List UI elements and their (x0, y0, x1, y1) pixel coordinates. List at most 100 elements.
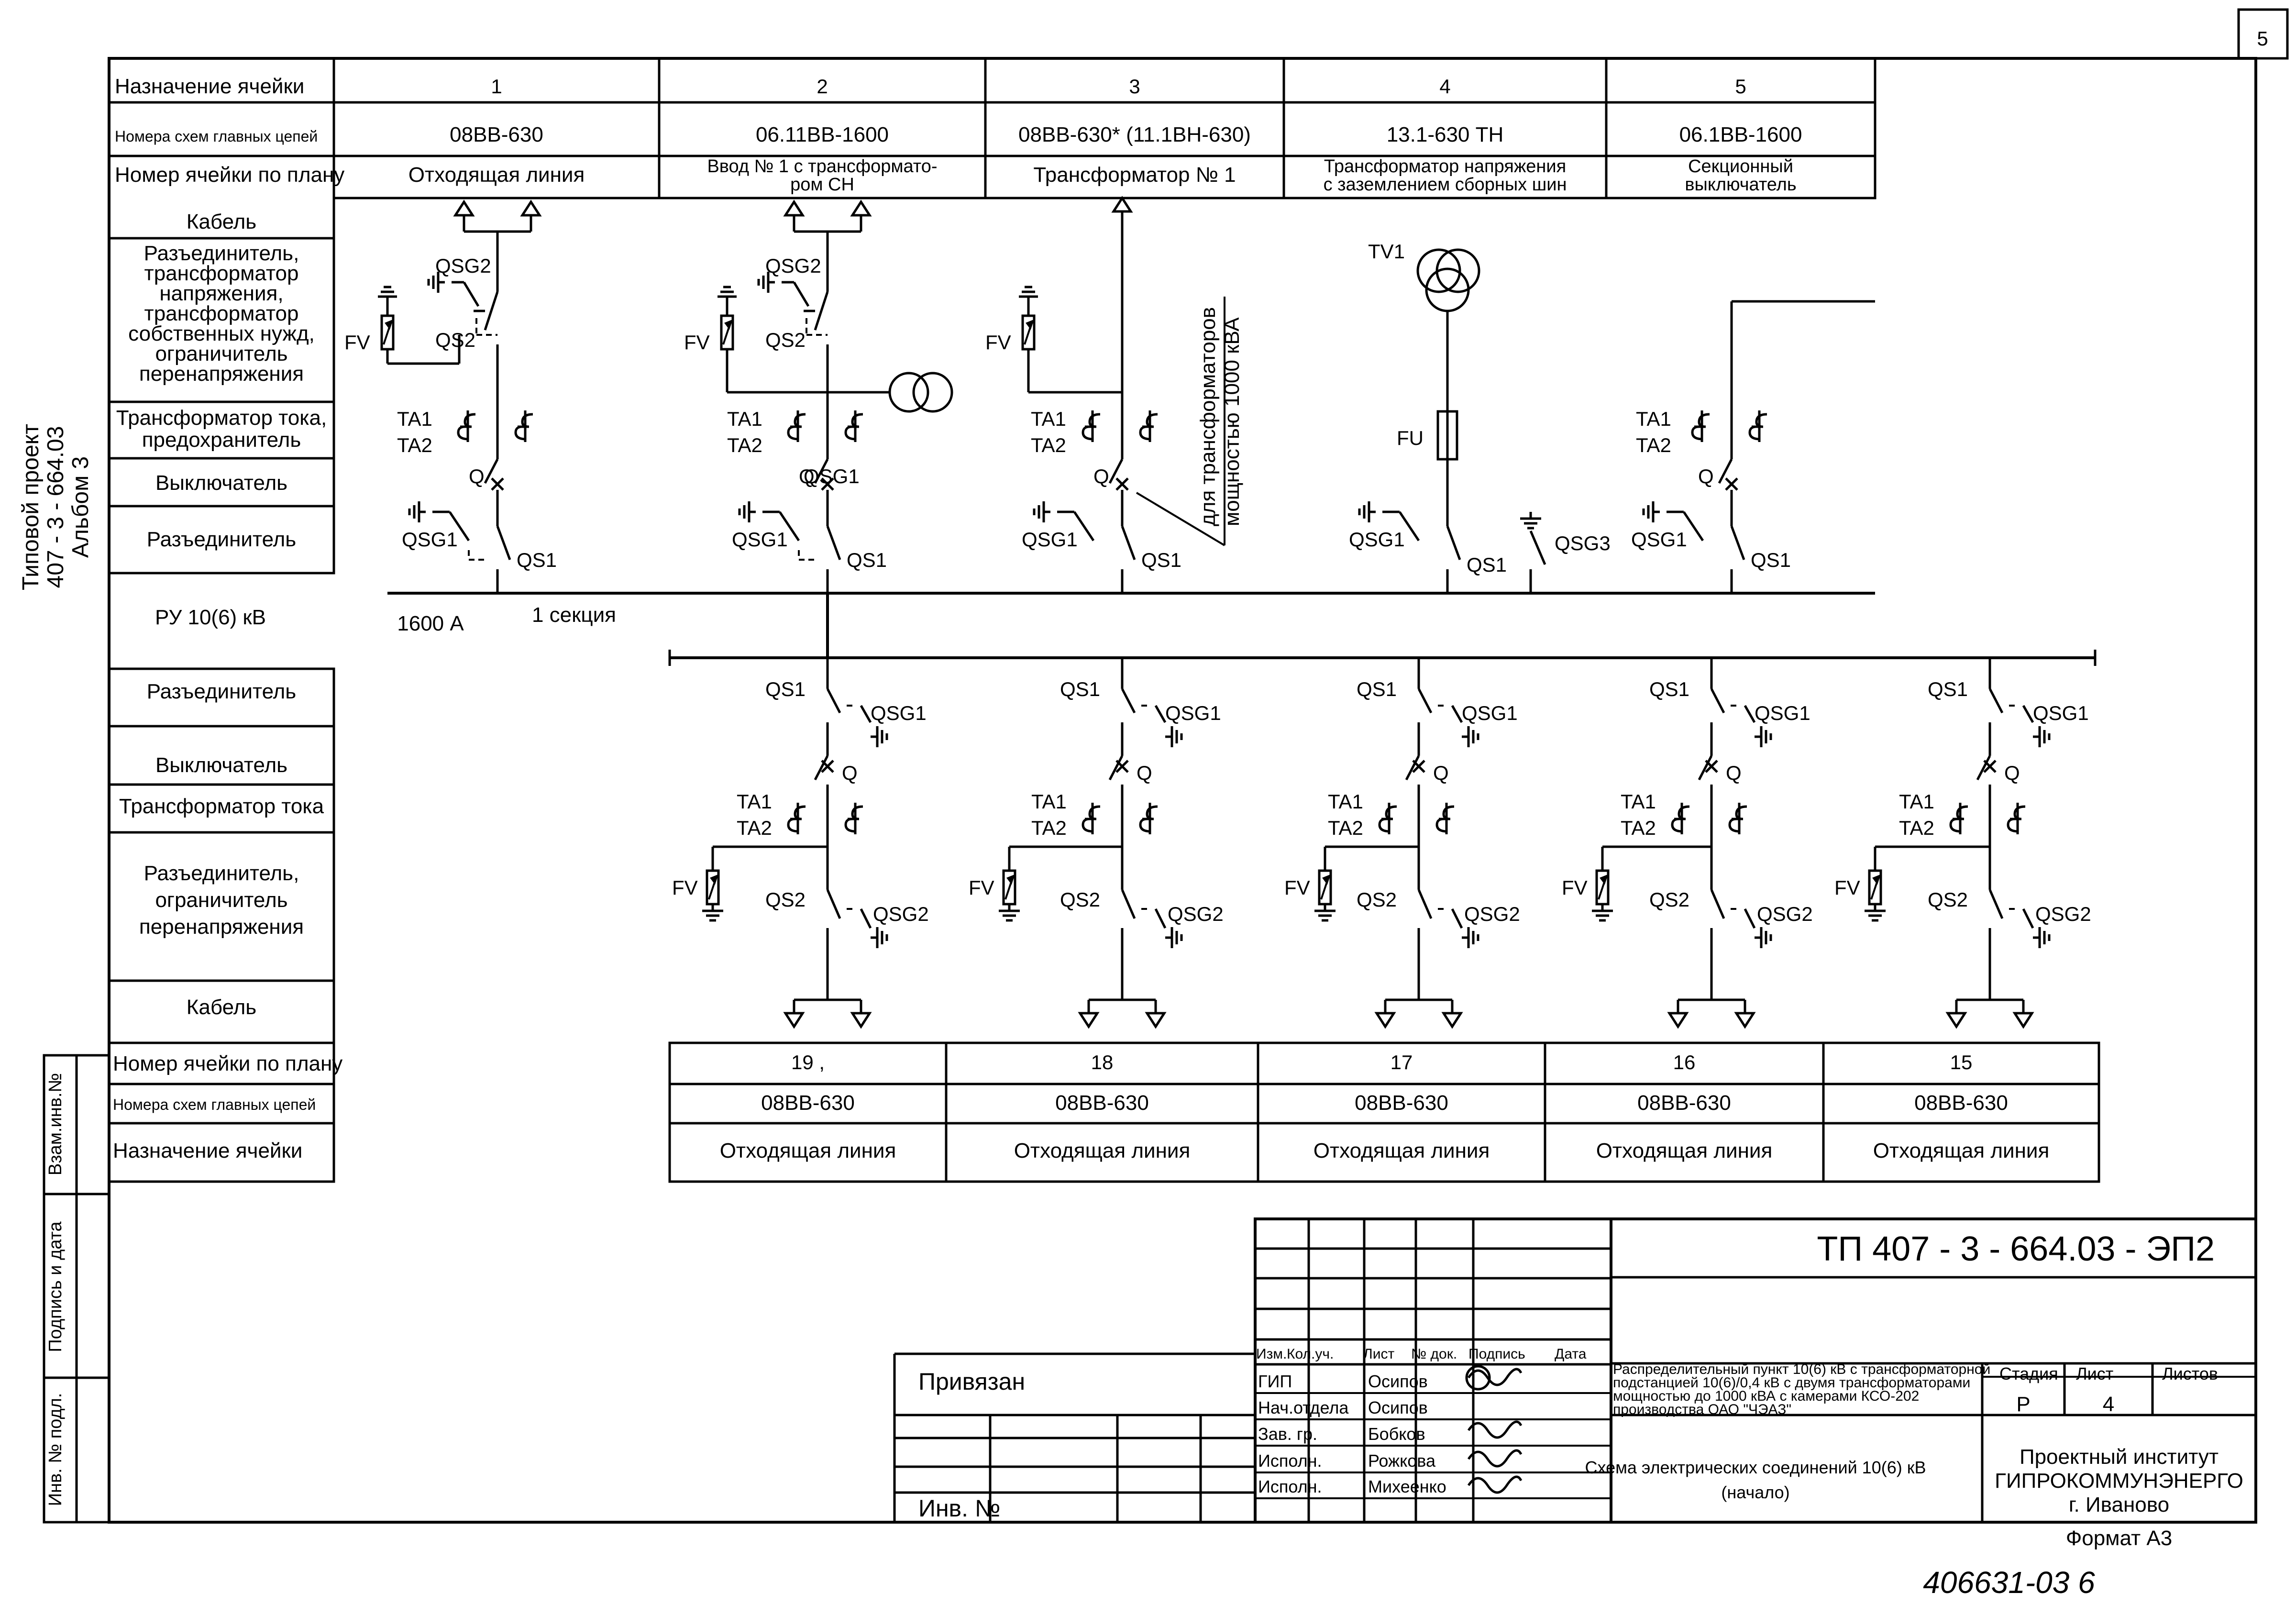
designator-QSG1: QSG1 (1349, 528, 1405, 551)
designator-QSG1: QSG1 (2033, 702, 2089, 724)
row-label: Назначение ячейки (113, 1139, 302, 1162)
bound-label: Привязан (918, 1368, 1025, 1395)
change-table-header: Подпись (1468, 1346, 1525, 1362)
cell-number: 17 (1391, 1051, 1413, 1073)
designator-QS1: QS1 (1141, 549, 1181, 571)
voltage-transformer-winding (1416, 248, 1461, 293)
format-label: Формат А3 (2066, 1527, 2172, 1550)
breaker-Q (484, 458, 499, 484)
row-label: РУ 10(6) кВ (155, 606, 266, 629)
designator-QS2: QS2 (435, 329, 475, 351)
wire (1398, 511, 1420, 542)
designator-FV: FV (344, 331, 370, 354)
row-label: Выключатель (155, 471, 287, 495)
designator-QS2: QS2 (765, 888, 806, 911)
aux-transformer-winding (888, 372, 929, 413)
row-label: предохранитель (142, 428, 301, 452)
designator-Q: Q (2004, 762, 2020, 784)
cell-purpose: Трансформатор № 1 (1033, 163, 1236, 187)
earth-switch-QSG1 (860, 705, 872, 723)
row-label: трансформатор (144, 302, 299, 325)
designator-TA1: TA1 (1899, 790, 1934, 813)
surge-arrester-FV (385, 319, 394, 330)
row-label: Номер ячейки по плану (115, 163, 344, 187)
disconnector-QS1 (826, 688, 841, 714)
surge-arrester-FV (710, 874, 719, 885)
surge-arrester-FV (724, 319, 733, 330)
surge-arrester-FV (1006, 874, 1016, 885)
sheet-value: 4 (2103, 1393, 2114, 1416)
breaker-Q (1976, 755, 1991, 781)
cable-termination-down (1078, 1012, 1167, 1029)
breaker-cross (1705, 760, 1718, 773)
change-table-header: Лист (1363, 1346, 1394, 1362)
designator-Q: Q (1433, 762, 1449, 784)
designator-Q: Q (469, 465, 485, 487)
cell-purpose: выключатель (1685, 175, 1796, 195)
handwritten-signature (1467, 1449, 1523, 1468)
designator-TA1: TA1 (727, 408, 762, 430)
designator-TA2: TA2 (1031, 434, 1066, 456)
breaker-cross (1983, 760, 1997, 773)
disconnector-QS2 (1417, 889, 1433, 919)
designator-TA1: TA1 (737, 790, 772, 813)
row-label: Номера схем главных цепей (115, 128, 318, 145)
person-name: Осипов (1368, 1372, 1428, 1391)
disconnector-QS2 (814, 291, 829, 331)
project-description: Распределительный пункт 10(6) кВ с транс… (1613, 1361, 1990, 1377)
designator-QSG2: QSG2 (1168, 903, 1224, 925)
designator-QSG2: QSG2 (765, 254, 821, 277)
designator-FV: FV (1562, 876, 1588, 899)
bus-rating: 1600 А (397, 612, 464, 635)
designator-Q: Q (799, 465, 815, 487)
designator-QS1: QS1 (1467, 553, 1507, 576)
earth-switch-QSG2 (793, 281, 810, 307)
row-label: ограничитель (155, 342, 287, 365)
sheets-label: Листов (2162, 1364, 2218, 1383)
designator-QSG2: QSG2 (1464, 903, 1520, 925)
breaker-cross (1115, 760, 1129, 773)
row-label: Трансформатор тока (119, 795, 324, 818)
designator-TA2: TA2 (397, 434, 432, 456)
row-label: Кабель (187, 210, 256, 233)
designator-QS1: QS1 (1060, 678, 1100, 700)
designator-TA1: TA1 (1031, 790, 1067, 813)
organization: ГИПРОКОММУНЭНЕРГО (1995, 1469, 2243, 1493)
role-label: ГИП (1258, 1372, 1292, 1391)
row-label: Трансформатор тока, (116, 406, 327, 430)
earth-switch-QSG1 (1744, 705, 1756, 723)
cell-scheme-number: 08ВВ-630 (1637, 1091, 1731, 1115)
designator-Q: Q (1698, 465, 1714, 487)
side-title: Типовой проект (18, 424, 44, 590)
designator-TA2: TA2 (1636, 434, 1671, 456)
earth-switch-QSG2 (1744, 908, 1756, 929)
stage-label: Стадия (1999, 1364, 2058, 1383)
role-label: Исполн. (1258, 1451, 1322, 1471)
disconnector-QS2 (826, 889, 841, 919)
cell-purpose: Отходящая линия (1014, 1139, 1191, 1162)
cell-purpose: с заземлением сборных шин (1324, 175, 1567, 195)
project-description: подстанцией 10(6)/0,4 кВ с двумя трансфо… (1613, 1375, 1970, 1391)
handwritten-signature (1465, 1365, 1491, 1391)
leader-line (1136, 492, 1225, 546)
earth-switch-QSG2 (1154, 908, 1167, 929)
handwritten-signature (1467, 1420, 1523, 1439)
change-table-header: Дата (1555, 1346, 1587, 1362)
designator-QSG2: QSG2 (1757, 903, 1813, 925)
side-title: Альбом 3 (68, 456, 93, 558)
earth-switch-QSG3 (1529, 531, 1546, 565)
cable-termination-up (1111, 196, 1133, 213)
breaker-cross (1412, 760, 1425, 773)
disconnector-QS1 (826, 526, 841, 560)
designator-QS2: QS2 (1649, 888, 1689, 911)
role-label: Нач.отдела (1258, 1398, 1349, 1417)
designator-QS1: QS1 (847, 549, 887, 571)
sheet-label: Лист (2076, 1364, 2113, 1383)
row-label: Выключатель (155, 753, 287, 777)
designator-QSG1: QSG1 (1462, 702, 1518, 724)
cell-number: 5 (1735, 75, 1746, 98)
earth-switch-QSG1 (2022, 705, 2034, 723)
designator-QSG1: QSG1 (871, 702, 927, 724)
designator-TA2: TA2 (727, 434, 762, 456)
cell-number: 18 (1091, 1051, 1114, 1073)
